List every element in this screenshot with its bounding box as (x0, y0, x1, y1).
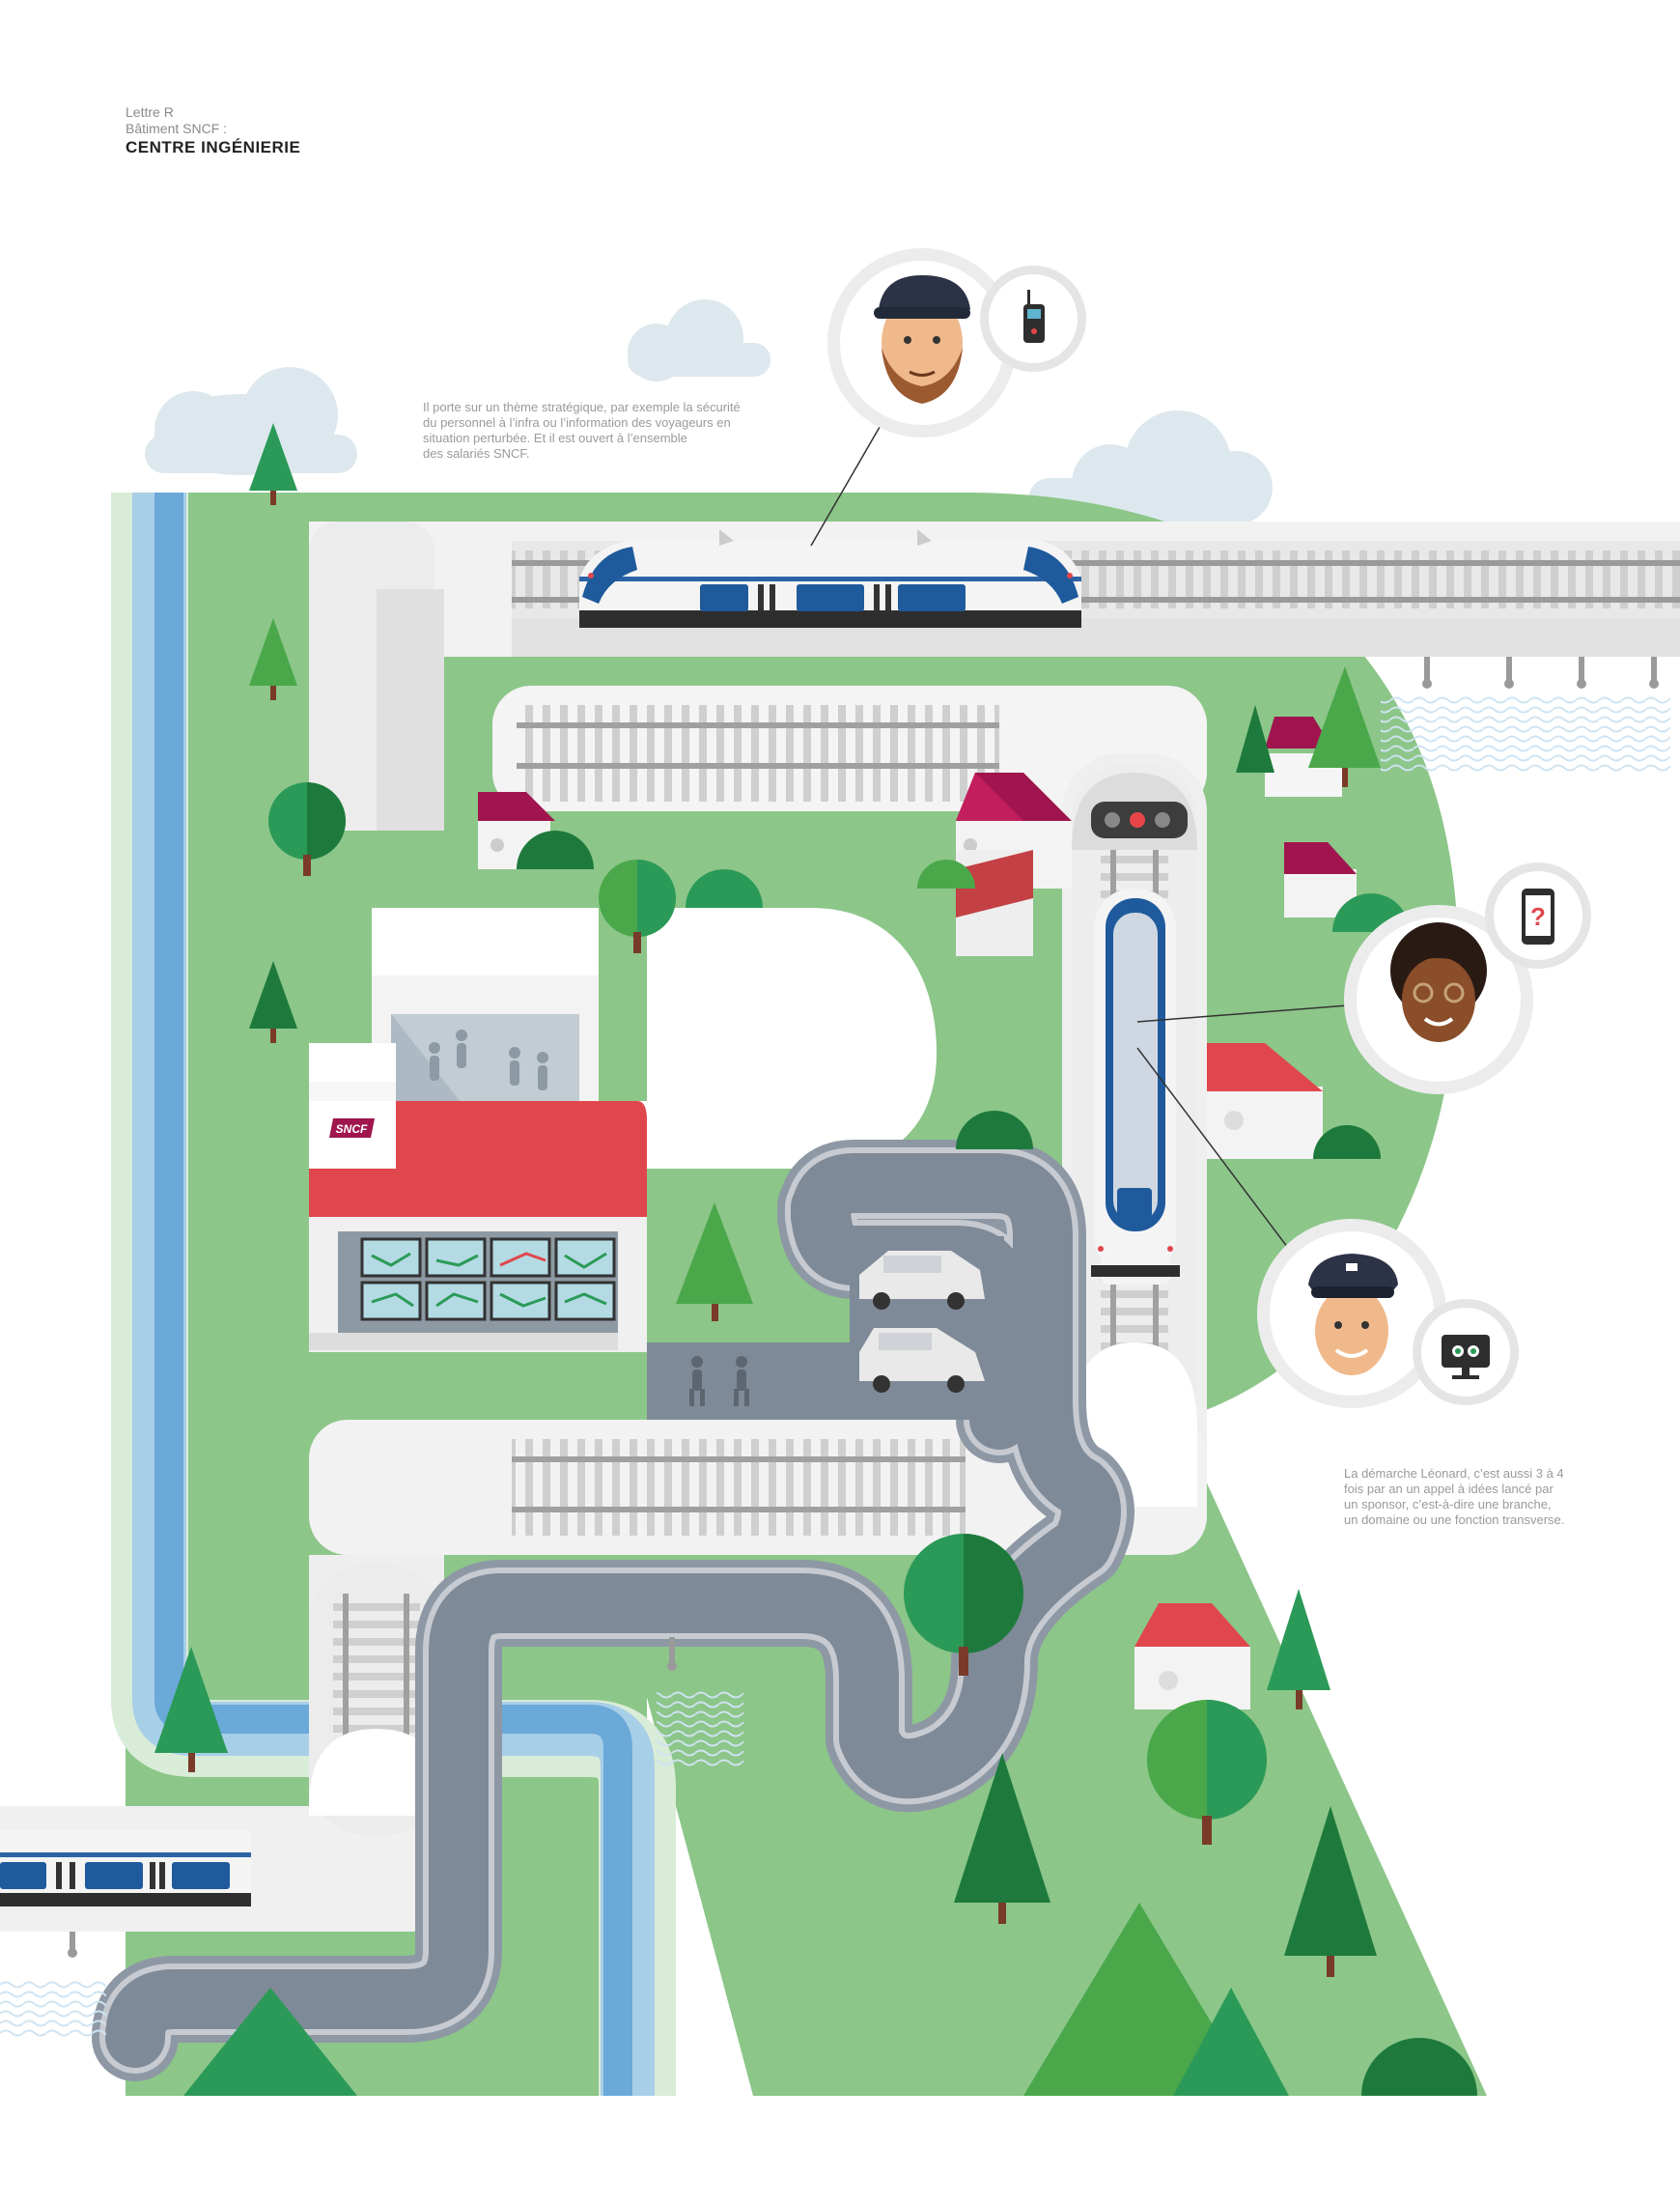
parking-lot (647, 1236, 1052, 1420)
bearded-man-avatar (874, 275, 970, 404)
house-icon (1207, 1043, 1323, 1159)
cloud-icon (1028, 410, 1273, 524)
letter-counter (647, 908, 937, 1169)
header-line1: Lettre R (126, 104, 174, 120)
rail-signal-icon (1091, 802, 1188, 838)
lower-rail-track (512, 1439, 966, 1536)
header-title: CENTRE INGÉNIERIE (126, 138, 301, 156)
cloud-icon (145, 367, 357, 475)
svg-text:?: ? (1530, 902, 1546, 931)
house-icon (956, 773, 1072, 956)
monitor-icon (1442, 1335, 1490, 1379)
water-waves (0, 1980, 106, 2038)
car-icon (859, 1328, 985, 1393)
page-header: Lettre R Bâtiment SNCF : CENTRE INGÉNIER… (126, 104, 300, 158)
conductor-avatar (1308, 1254, 1398, 1375)
bridge-pillar (68, 1637, 677, 1958)
tree-icon (154, 423, 1381, 2096)
sncf-station-building: SNCF (309, 908, 647, 1352)
water-waves (657, 1690, 743, 1767)
smartphone-question-icon: ? (1522, 889, 1554, 945)
train-top (579, 529, 1081, 628)
bush-icon (517, 831, 1477, 2096)
house-icon (478, 792, 555, 869)
header-line2: Bâtiment SNCF : (126, 121, 228, 136)
house-icon (1134, 1603, 1250, 1709)
round-tree-icon (268, 782, 1267, 1845)
bubble-bearded-man (827, 248, 1086, 438)
bubble-conductor (1257, 1219, 1519, 1408)
car-icon (859, 1251, 985, 1310)
middle-rail-track (517, 705, 999, 802)
note-top: Il porte sur un thème stratégique, par e… (423, 400, 741, 461)
bubble-woman: ? (1344, 862, 1591, 1094)
woman-avatar (1390, 922, 1487, 1042)
svg-text:SNCF: SNCF (336, 1122, 368, 1136)
train-bottom-left (0, 1830, 251, 1906)
callout-lines (810, 414, 1362, 1257)
train-vertical (1091, 889, 1180, 1285)
pedestrian-icon (689, 1356, 749, 1406)
walkie-talkie-icon (1023, 290, 1045, 343)
lower-tunnel (309, 1565, 444, 1835)
note-right: La démarche Léonard, c’est aussi 3 à 4 f… (1344, 1466, 1565, 1527)
water-waves (1381, 695, 1670, 773)
monitor-wall (360, 1237, 616, 1321)
cloud-icon (628, 299, 770, 381)
house-icon (1265, 717, 1342, 797)
sncf-logo: SNCF (329, 1118, 375, 1138)
